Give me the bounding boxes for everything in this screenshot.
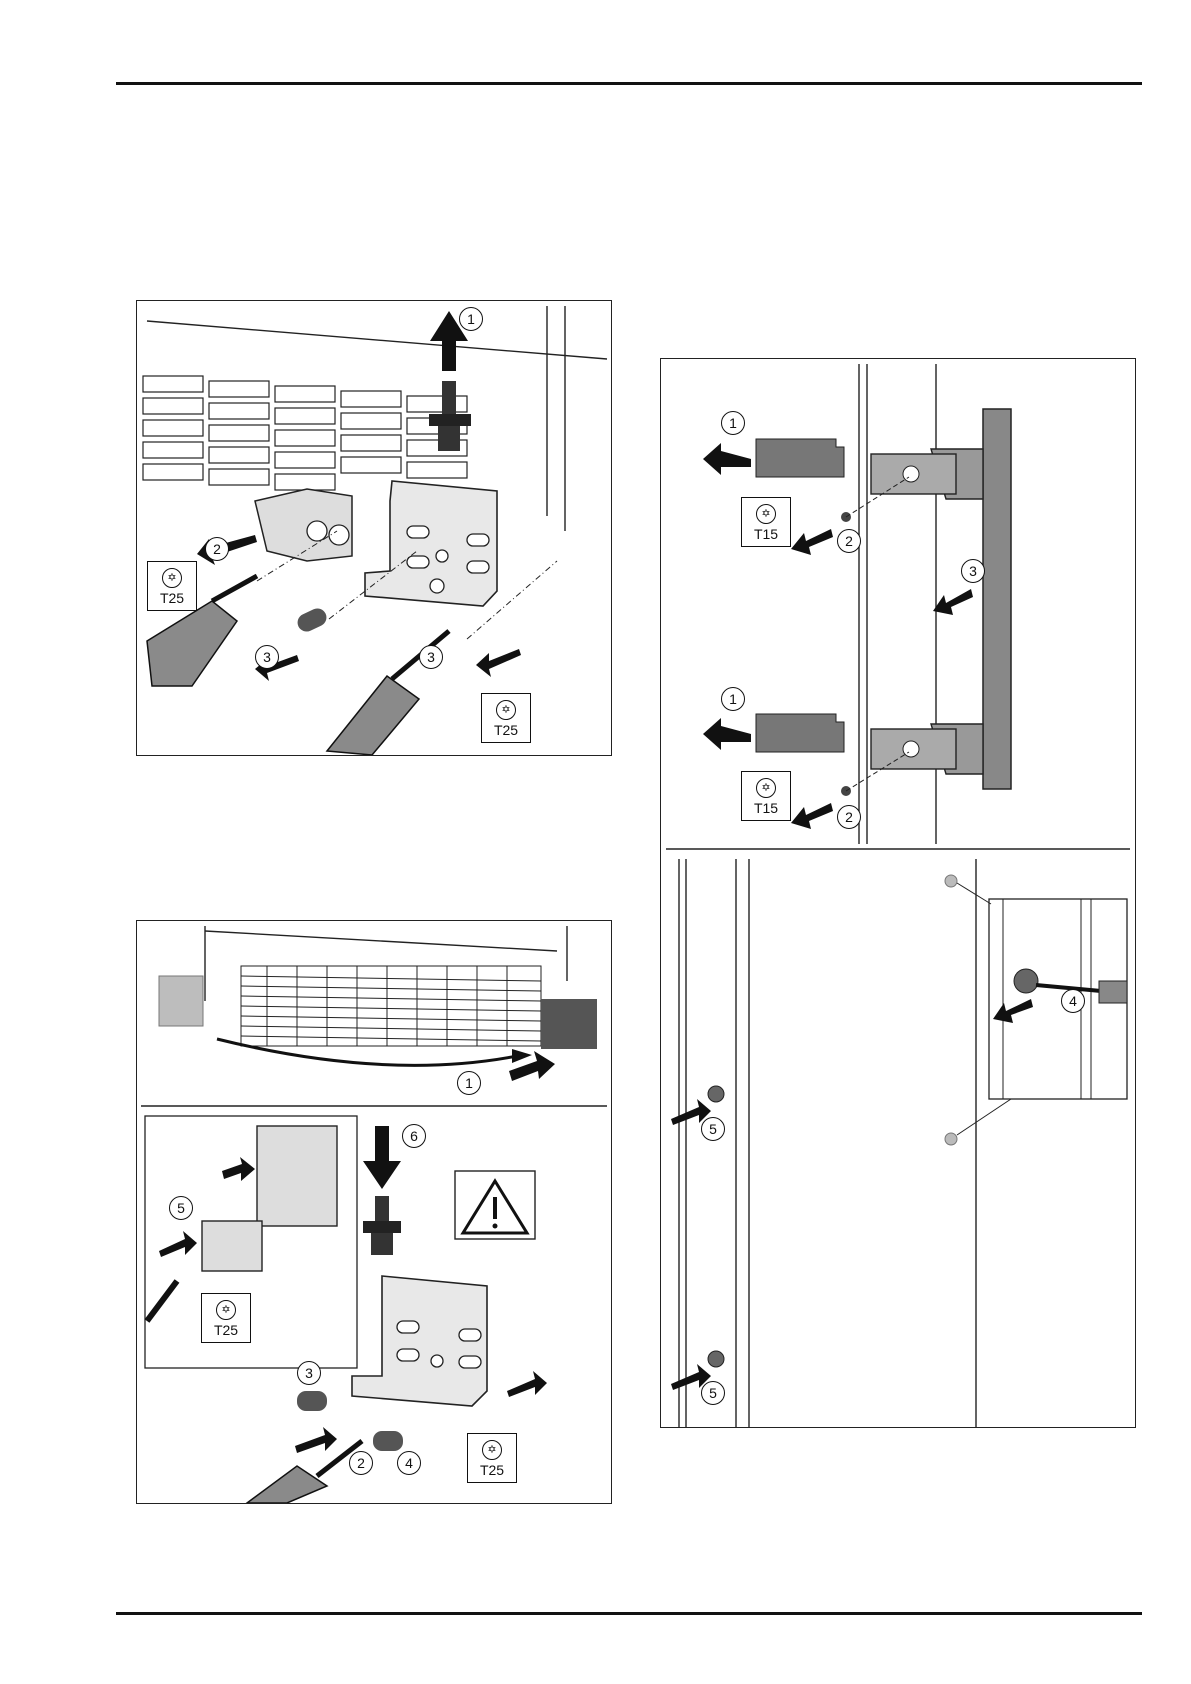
torx-icon: ✡ [496,700,516,720]
step-1b-number: 1 [721,687,745,711]
step-1-number: 1 [721,411,745,435]
tool-size: T25 [213,1322,239,1338]
torx-icon: ✡ [216,1300,236,1320]
step-3-number: 3 [255,645,279,669]
step-2-number: 2 [837,529,861,553]
torx-tool-label: ✡ T15 [741,497,791,547]
tool-size: T25 [493,722,519,738]
tool-size: T15 [753,800,779,816]
torx-icon: ✡ [756,504,776,524]
tool-size: T25 [479,1462,505,1478]
figure-hinge-removal: 1 2 3 3 ✡ T25 ✡ T25 [136,300,612,756]
torx-tool-label: ✡ T25 [147,561,197,611]
footer-rule [116,1612,1142,1615]
step-2-number: 2 [205,537,229,561]
torx-icon: ✡ [756,778,776,798]
step-3b-number: 3 [419,645,443,669]
step-3-number: 3 [961,559,985,583]
torx-tool-label: ✡ T15 [741,771,791,821]
step-4-number: 4 [1061,989,1085,1013]
step-5b-number: 5 [701,1381,725,1405]
step-4-number: 4 [397,1451,421,1475]
hinge-install-illustration [141,926,607,1503]
step-6-number: 6 [402,1124,426,1148]
handle-swap-illustration [666,364,1130,1427]
step-5-number: 5 [701,1117,725,1141]
step-5-number: 5 [169,1196,193,1220]
tool-size: T15 [753,526,779,542]
torx-tool-label: ✡ T25 [467,1433,517,1483]
step-2b-number: 2 [837,805,861,829]
torx-tool-label: ✡ T25 [201,1293,251,1343]
header-rule [116,82,1142,85]
torx-icon: ✡ [482,1440,502,1460]
figure-handle-swap: 1 2 3 1 2 4 5 5 ✡ T15 ✡ T15 [660,358,1136,1428]
torx-tool-label: ✡ T25 [481,693,531,743]
step-2-number: 2 [349,1451,373,1475]
step-1-number: 1 [459,307,483,331]
hinge-removal-illustration [142,306,608,755]
step-3-number: 3 [297,1361,321,1385]
torx-icon: ✡ [162,568,182,588]
tool-size: T25 [159,590,185,606]
step-1-number: 1 [457,1071,481,1095]
figure-hinge-install: 1 5 6 3 2 4 ✡ T25 ✡ T25 [136,920,612,1504]
